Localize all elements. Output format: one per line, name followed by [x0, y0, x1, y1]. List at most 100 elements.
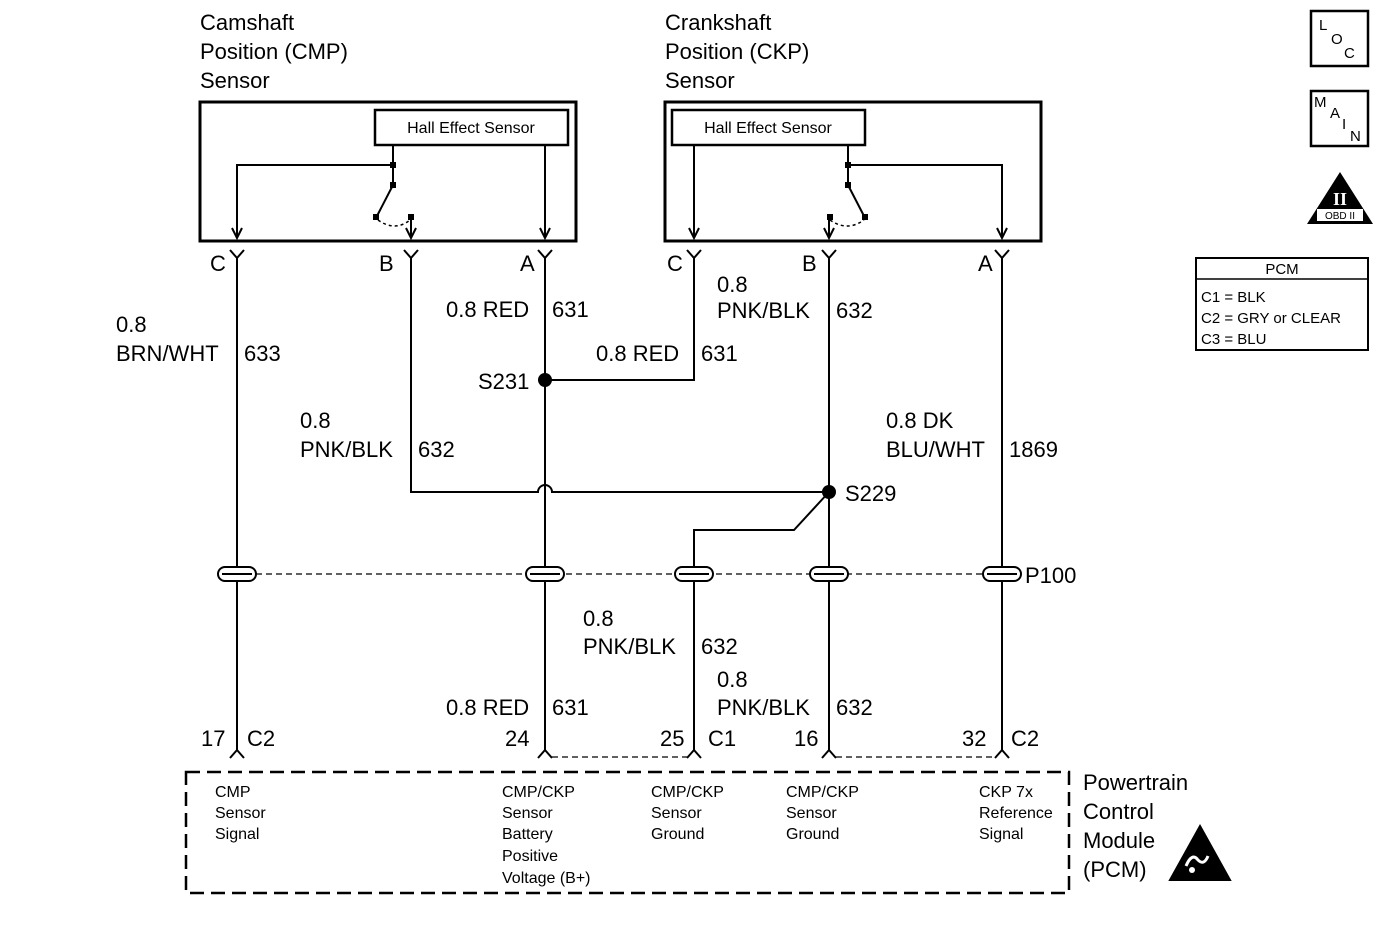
pcm-pin-fork — [537, 748, 553, 759]
ckp-pin-c-label: C — [667, 251, 683, 276]
pcm-pin-fork — [821, 748, 837, 759]
w632-low1-gauge: 0.8 — [583, 606, 614, 631]
connector-p100: P100 — [217, 563, 1076, 588]
w633-circuit: 633 — [244, 341, 281, 366]
ckp-hall-effect-box — [670, 108, 867, 147]
cmp-pin-c-label: C — [210, 251, 226, 276]
pcm-function-text: CMP/CKP — [651, 784, 724, 801]
pcm-module: CMP Sensor Signal CMP/CKP Sensor Battery… — [184, 770, 1232, 895]
cmp-switch-blade — [376, 184, 394, 217]
ckp-title-line3: Sensor — [665, 68, 735, 93]
ckp-arrow-b — [823, 227, 835, 241]
loc-icon[interactable]: L O C — [1309, 9, 1370, 68]
w633-gauge: 0.8 — [116, 312, 147, 337]
ckp-hall-effect-label: Hall Effect Sensor — [704, 120, 832, 137]
pcm-label-line3: Module — [1083, 828, 1155, 853]
w631-low-circuit: 631 — [552, 695, 589, 720]
wire-631-ckp — [545, 258, 695, 381]
cmp-switch-arc — [377, 219, 411, 227]
w631-low-color: 0.8 RED — [446, 695, 529, 720]
w631-mid-circuit: 631 — [701, 341, 738, 366]
cmp-pin-c-fork — [229, 249, 245, 260]
ckp-pin-b-label: B — [802, 251, 817, 276]
connector-pin — [982, 566, 1022, 582]
pcm-function-text: Battery — [502, 826, 553, 843]
w632-left-gauge: 0.8 — [300, 408, 331, 433]
w631-mid-color: 0.8 RED — [596, 341, 679, 366]
pcm-function-text: CKP 7x — [979, 784, 1033, 801]
svg-text:C: C — [1344, 45, 1355, 62]
ckp-switch-contact1 — [862, 214, 868, 220]
main-icon[interactable]: M A I N — [1309, 89, 1370, 148]
pcm-pin-fork — [229, 748, 245, 759]
pcm-function-text: Reference — [979, 805, 1053, 822]
legend-item: C1 = BLK — [1201, 289, 1266, 306]
legend-item: C3 = BLU — [1201, 331, 1266, 348]
cmp-internal-c — [236, 145, 394, 236]
pcm-function-text: Signal — [979, 826, 1023, 843]
w632-left-color: PNK/BLK — [300, 437, 393, 462]
cmp-pin-b-label: B — [379, 251, 394, 276]
pcm-function-text: Sensor — [651, 805, 702, 822]
connector-pin — [525, 566, 565, 582]
wire-632-branch — [693, 491, 830, 750]
cmp-pin-b-fork — [403, 249, 419, 260]
ckp-title-line2: Position (CKP) — [665, 39, 809, 64]
w632-ckp-gauge: 0.8 — [717, 272, 748, 297]
w1869-circuit: 1869 — [1009, 437, 1058, 462]
ckp-switch-blade — [847, 184, 865, 217]
pcm-pin-number: 16 — [794, 726, 818, 751]
pcm-function-text: CMP/CKP — [502, 784, 575, 801]
cmp-sensor-box — [198, 100, 578, 243]
pcm-connector-label: C2 — [1011, 726, 1039, 751]
svg-text:A: A — [1330, 105, 1340, 122]
pcm-function-text: Positive — [502, 848, 558, 865]
cmp-switch-node1 — [390, 162, 396, 168]
cmp-switch-contact1 — [373, 214, 379, 220]
w632-low2-gauge: 0.8 — [717, 667, 748, 692]
svg-text:II: II — [1333, 189, 1347, 209]
cmp-hall-effect-box — [373, 108, 570, 147]
obd-ii-icon[interactable]: II OBD II — [1307, 172, 1373, 224]
ckp-switch-node1 — [845, 162, 851, 168]
cmp-arrow-a — [539, 227, 551, 241]
pcm-function-text: Sensor — [215, 805, 266, 822]
wire-labels: 0.8 BRN/WHT 633 0.8 RED 631 0.8 RED 631 … — [116, 272, 1058, 720]
cmp-hall-effect-label: Hall Effect Sensor — [407, 120, 535, 137]
cmp-pin-a-fork — [537, 249, 553, 260]
pcm-pins: 17 C2 24 25 C1 16 32 C2 — [201, 726, 1039, 759]
w632-left-circuit: 632 — [418, 437, 455, 462]
splice-s229-label: S229 — [845, 481, 896, 506]
pcm-label-line2: Control — [1083, 799, 1154, 824]
pcm-label-line1: Powertrain — [1083, 770, 1188, 795]
pcm-function-text: Voltage (B+) — [502, 870, 591, 887]
ckp-pin-b-fork — [821, 249, 837, 260]
splice-s229 — [822, 485, 836, 499]
pcm-pin-number: 25 — [660, 726, 684, 751]
w632-low2-color: PNK/BLK — [717, 695, 810, 720]
w632-ckp-color: PNK/BLK — [717, 298, 810, 323]
wire-632-cmp — [410, 258, 829, 493]
ckp-pin-a-label: A — [978, 251, 993, 276]
svg-text:OBD II: OBD II — [1325, 211, 1355, 222]
ckp-pin-a-fork — [994, 249, 1010, 260]
pcm-function-text: Ground — [786, 826, 839, 843]
w633-color: BRN/WHT — [116, 341, 219, 366]
pcm-connector-legend: PCM C1 = BLK C2 = GRY or CLEAR C3 = BLU — [1195, 257, 1369, 351]
pcm-function-text: CMP — [215, 784, 251, 801]
ckp-internal-a — [847, 145, 1003, 236]
wires: S231 S229 — [236, 258, 1003, 750]
ckp-pin-c-fork — [686, 249, 702, 260]
pcm-pin-fork — [994, 748, 1010, 759]
w631-top-circuit: 631 — [552, 297, 589, 322]
cmp-title-line1: Camshaft — [200, 10, 294, 35]
legend-item: C2 = GRY or CLEAR — [1201, 310, 1341, 327]
pcm-connector-label: C1 — [708, 726, 736, 751]
cmp-title-line2: Position (CMP) — [200, 39, 348, 64]
cmp-arrow-b — [405, 227, 417, 241]
pcm-pin-number: 17 — [201, 726, 225, 751]
ckp-sensor-box — [663, 100, 1043, 243]
pcm-pin-number: 24 — [505, 726, 529, 751]
cmp-pin-a-label: A — [520, 251, 535, 276]
ckp-switch-contact2 — [827, 214, 833, 220]
